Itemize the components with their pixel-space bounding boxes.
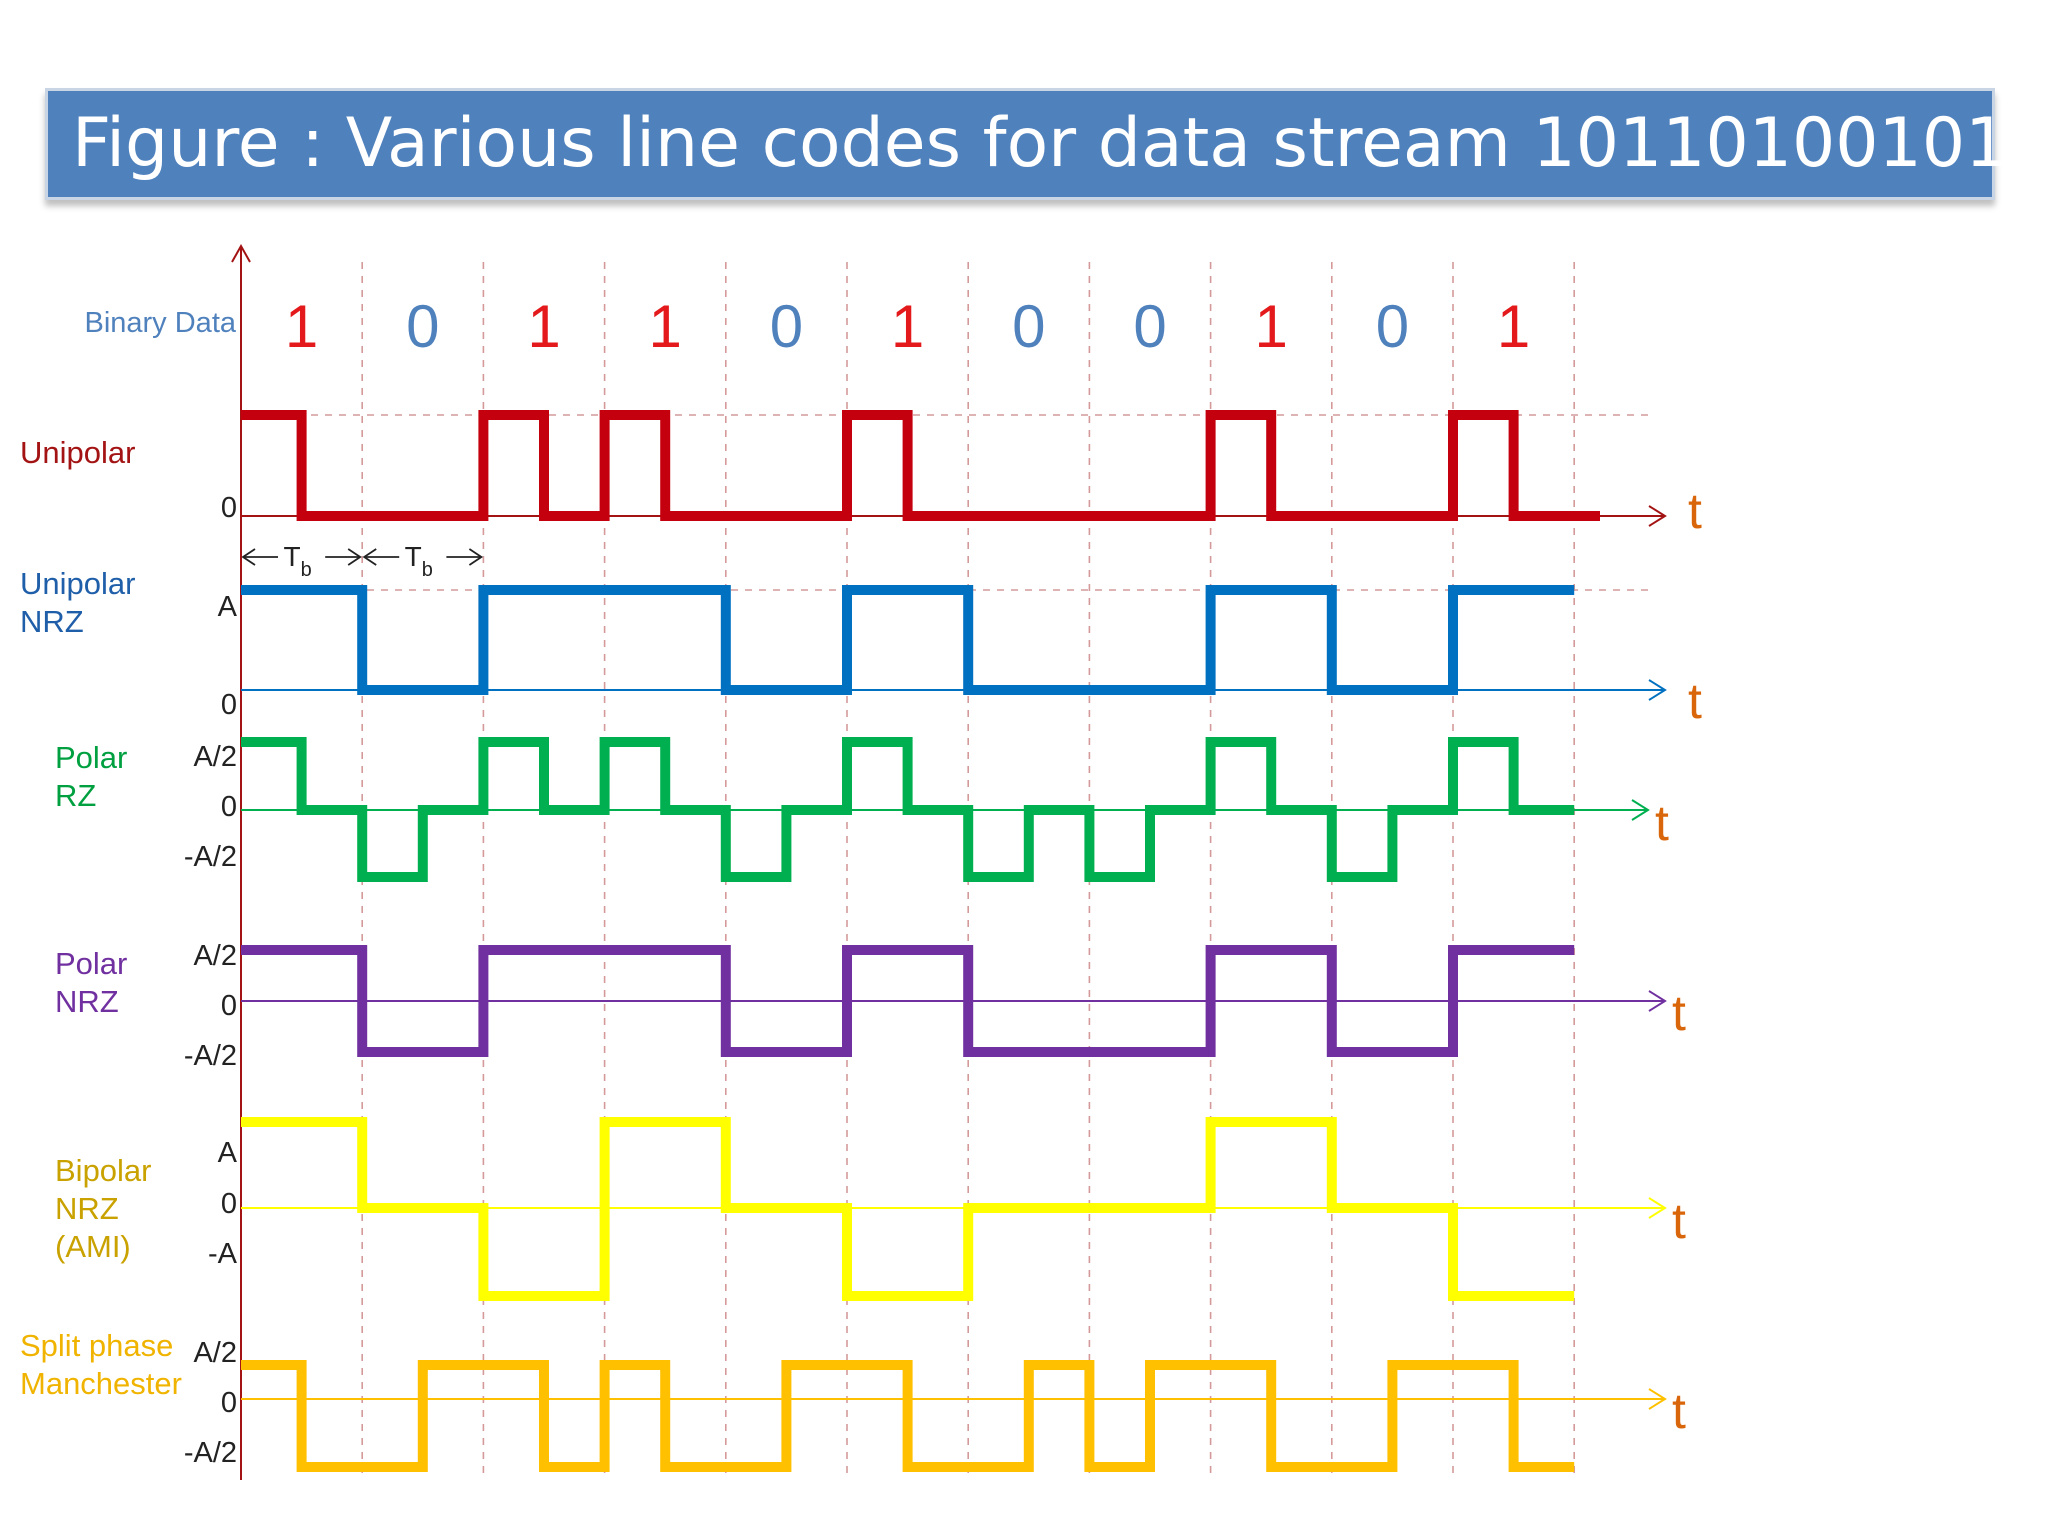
period-arrow-head (347, 548, 362, 566)
polar-nrz-time-axis-arrow (1648, 990, 1667, 1012)
unipolar-time-axis-arrow (1648, 505, 1667, 527)
bit-digit: 0 (1133, 293, 1166, 360)
bit-digit: 0 (770, 293, 803, 360)
unipolar-signal (241, 410, 1600, 521)
polar-nrz-time-label: t (1672, 985, 1686, 1041)
bit-digit: 1 (1497, 293, 1530, 360)
bipolar-nrz-label: Bipolar (55, 1153, 152, 1188)
bipolar-nrz-level-label: A (218, 1137, 238, 1169)
manchester-time-axis-arrow (1648, 1388, 1667, 1410)
polar-nrz-signal (241, 945, 1575, 1057)
bit-digit: 1 (285, 293, 318, 360)
bipolar-nrz-level-label: 0 (221, 1188, 237, 1220)
title-banner: Figure : Various line codes for data str… (45, 88, 2008, 200)
bit-period-marker: Tb (241, 541, 362, 581)
manchester-time-label: t (1672, 1383, 1686, 1439)
waveforms (241, 410, 1667, 1472)
bit-digit: 0 (406, 293, 439, 360)
bipolar-nrz-level-label: -A (208, 1238, 238, 1270)
polar-rz-time-axis-arrow (1631, 799, 1650, 821)
bit-digit: 1 (649, 293, 682, 360)
unipolar-nrz-level-label: 0 (221, 689, 237, 721)
unipolar-nrz-time-label: t (1688, 673, 1702, 729)
unipolar-nrz-signal (241, 585, 1575, 695)
period-arrow-head (362, 548, 377, 566)
polar-nrz-waveform (241, 945, 1667, 1057)
polar-rz-label: Polar (55, 740, 127, 775)
polar-nrz-label: NRZ (55, 984, 119, 1019)
manchester-waveform (241, 1360, 1667, 1472)
manchester-signal (241, 1360, 1575, 1472)
manchester-label: Split phase (20, 1328, 173, 1363)
polar-rz-level-label: 0 (221, 791, 237, 823)
manchester-level-label: A/2 (193, 1337, 237, 1369)
figure-title: Figure : Various line codes for data str… (72, 104, 2009, 183)
period-label: Tb (405, 541, 433, 581)
unipolar-label: Unipolar (20, 435, 135, 470)
bit-digit: 1 (1255, 293, 1288, 360)
bit-digit: 1 (527, 293, 560, 360)
period-label: Tb (283, 541, 311, 581)
polar-nrz-level-label: 0 (221, 990, 237, 1022)
manchester-level-label: -A/2 (184, 1437, 237, 1469)
binary-data-label: Binary Data (84, 307, 236, 339)
period-arrow-head (468, 548, 484, 566)
unipolar-time-label: t (1688, 483, 1702, 539)
bit-digit: 0 (1376, 293, 1409, 360)
polar-nrz-label: Polar (55, 946, 127, 981)
bipolar-nrz-waveform (241, 1117, 1667, 1301)
bipolar-nrz-time-axis-arrow (1648, 1197, 1667, 1219)
bit-digit: 0 (1012, 293, 1045, 360)
polar-nrz-level-label: -A/2 (184, 1040, 237, 1072)
bipolar-nrz-label: (AMI) (55, 1229, 131, 1264)
bit-period-marker: Tb (362, 541, 484, 581)
manchester-level-label: 0 (221, 1387, 237, 1419)
polar-rz-time-label: t (1655, 795, 1669, 851)
bit-digit: 1 (891, 293, 924, 360)
polar-rz-signal (241, 737, 1575, 882)
polar-rz-level-label: -A/2 (184, 841, 237, 873)
unipolar-nrz-time-axis-arrow (1648, 679, 1667, 701)
period-arrow-head (241, 548, 256, 566)
unipolar-level-label: 0 (221, 492, 237, 524)
polar-rz-label: RZ (55, 778, 96, 813)
manchester-label: Manchester (20, 1366, 182, 1401)
unipolar-nrz-label: Unipolar (20, 566, 135, 601)
bipolar-nrz-signal (241, 1117, 1575, 1301)
polar-rz-level-label: A/2 (193, 741, 237, 773)
unipolar-nrz-label: NRZ (20, 604, 84, 639)
unipolar-nrz-level-label: A (218, 591, 238, 623)
polar-rz-waveform (241, 737, 1650, 882)
vertical-axis-arrow (231, 243, 251, 263)
axes (231, 243, 251, 1480)
bipolar-nrz-time-label: t (1672, 1193, 1686, 1249)
unipolar-nrz-waveform (241, 585, 1667, 701)
unipolar-waveform (241, 410, 1667, 527)
bipolar-nrz-label: NRZ (55, 1191, 119, 1226)
polar-nrz-level-label: A/2 (193, 940, 237, 972)
